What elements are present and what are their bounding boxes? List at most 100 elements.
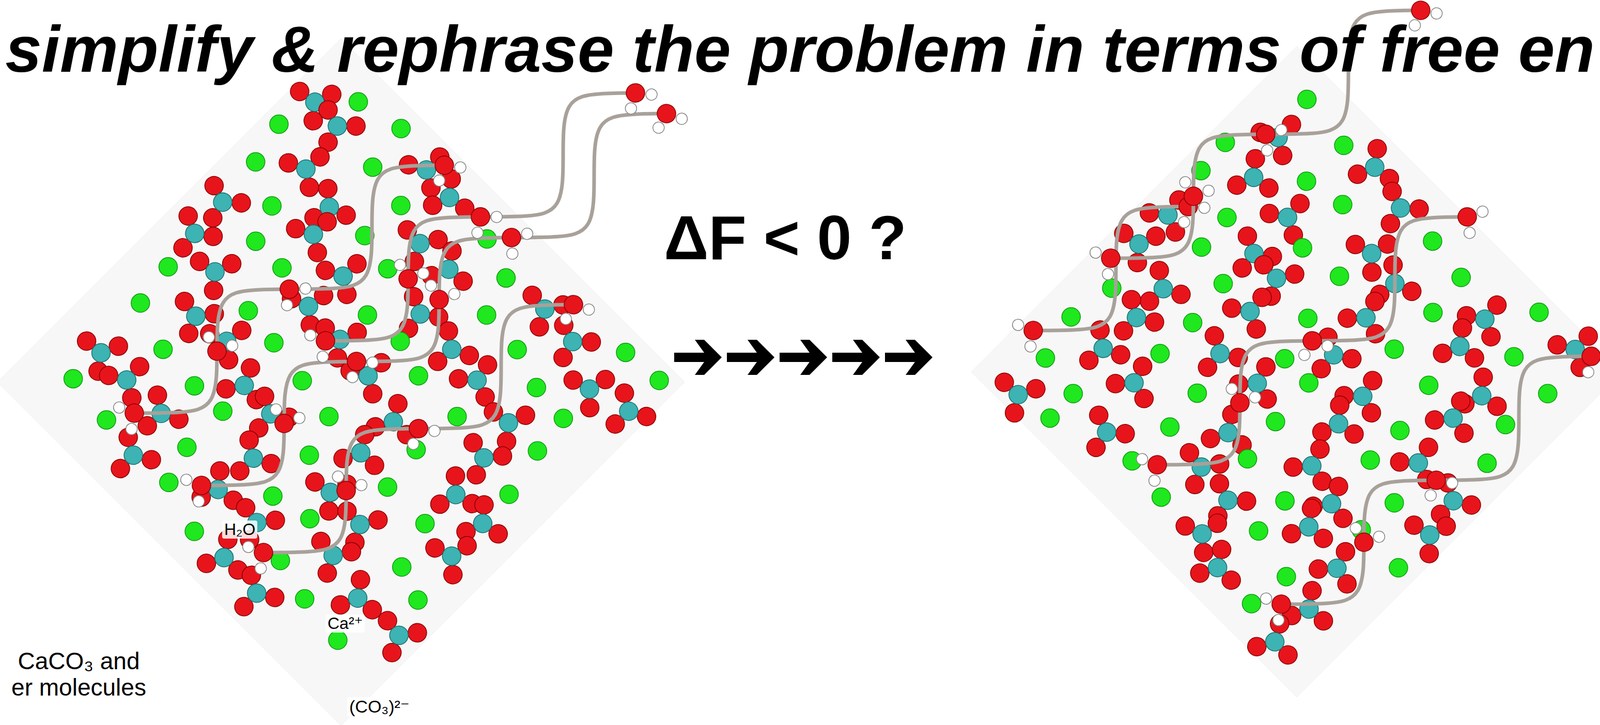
- calcium-ion: [292, 371, 312, 391]
- calcium-ion: [1423, 303, 1443, 322]
- water-molecule: [1416, 463, 1460, 504]
- carbonate-ion: [422, 167, 478, 219]
- carbonate-ion: [1112, 288, 1170, 349]
- carbonate-ion: [219, 562, 288, 632]
- molecular-box: [971, 0, 1600, 698]
- calcium-ion: [1036, 348, 1055, 368]
- carbonate-ion: [361, 598, 431, 666]
- water-chain: [1162, 216, 1473, 465]
- carbonate-ion: [1072, 396, 1138, 460]
- calcium-ion: [447, 407, 467, 427]
- calcium-ion: [1423, 231, 1442, 251]
- carbonate-ion: [1365, 171, 1432, 237]
- calcium-ion: [477, 305, 496, 325]
- calcium-ion: [269, 115, 289, 134]
- calcium-ion: [1102, 278, 1122, 298]
- calcium-ion: [1330, 267, 1349, 286]
- calcium-ion: [391, 119, 411, 138]
- calcium-ion: [213, 401, 232, 421]
- calcium-ion: [358, 305, 377, 325]
- water-molecule: [240, 532, 281, 577]
- calcium-ion: [184, 376, 204, 396]
- water-molecule: [325, 469, 369, 506]
- calcium-ion: [1160, 417, 1179, 437]
- calcium-ion: [391, 196, 411, 215]
- water-molecule: [302, 320, 343, 365]
- calcium-ion: [328, 631, 348, 650]
- calcium-ion: [1385, 493, 1404, 513]
- carbonate-ion: [1312, 394, 1366, 445]
- water-molecule: [1247, 114, 1289, 159]
- calcium-ion: [1299, 374, 1318, 393]
- carbonate-ion: [1273, 496, 1336, 562]
- carbonate-ion: [275, 131, 344, 201]
- calcium-ion: [1389, 558, 1408, 578]
- calcium-ion: [1529, 303, 1549, 322]
- carbonate-ion: [1256, 179, 1326, 249]
- calcium-ion: [1275, 491, 1295, 511]
- calcium-ion: [1238, 449, 1257, 469]
- calcium-ion: [264, 333, 284, 353]
- water-molecule: [1258, 584, 1299, 629]
- calcium-ion: [496, 268, 516, 288]
- calcium-ion: [1538, 384, 1558, 403]
- calcium-ion: [1451, 268, 1471, 287]
- carbonate-ion: [1392, 499, 1459, 567]
- arrow-symbol: [674, 339, 722, 376]
- calcium-ion: [378, 259, 398, 278]
- legend-note: CaCO₃ and er molecules: [3, 648, 155, 701]
- calcium-ion: [1277, 567, 1296, 587]
- calcium-ion: [415, 514, 435, 534]
- carbonate-ion: [109, 426, 167, 487]
- calcium-ion: [1217, 208, 1237, 227]
- calcium-ion: [97, 410, 116, 430]
- calcium-ion: [1297, 89, 1317, 109]
- carbonate-ion: [553, 316, 602, 368]
- carbonate-ion: [603, 381, 663, 444]
- carbonate-ion: [1188, 535, 1249, 592]
- calcium-ion: [1333, 195, 1353, 214]
- water-chain: [1038, 206, 1194, 331]
- calcium-ion: [1249, 521, 1268, 541]
- water-chain: [268, 304, 579, 553]
- carbonate-ion: [187, 165, 254, 231]
- calcium-ion: [507, 340, 527, 360]
- carbonate-ion: [1346, 136, 1404, 190]
- calcium-ion: [1152, 488, 1171, 507]
- water-chain: [1286, 356, 1597, 605]
- water-molecule: [111, 393, 152, 438]
- carbonate-ion: [1422, 391, 1474, 447]
- calcium-ion: [159, 473, 179, 492]
- calcium-ion: [1040, 409, 1060, 428]
- calcium-ion: [526, 378, 546, 397]
- water-molecule: [1173, 175, 1217, 212]
- calcium-ion: [131, 293, 150, 313]
- calcium-ion: [319, 407, 339, 427]
- calcium-ion: [408, 591, 428, 610]
- free-energy-question: ΔF < 0 ?: [663, 203, 907, 272]
- molecular-box: [0, 38, 690, 725]
- carbonate-ion: [415, 521, 480, 588]
- carbonate-ion: [563, 370, 616, 418]
- carbonate-ion: [987, 371, 1047, 428]
- calcium-ion: [239, 301, 258, 321]
- carbonate-ion: [1278, 578, 1347, 647]
- calcium-ion: [378, 477, 397, 497]
- calcium-ion: [553, 409, 573, 428]
- calcium-ion: [649, 371, 669, 391]
- calcium-ion: [1297, 172, 1316, 191]
- water-molecule: [387, 257, 431, 294]
- arrow-symbol: [726, 339, 775, 376]
- water-molecule: [336, 343, 381, 386]
- carbonate-ion: [480, 401, 536, 454]
- calcium-ion: [1298, 309, 1317, 329]
- arrows: [674, 339, 933, 376]
- water-molecule: [553, 289, 597, 327]
- arrow-symbol: [832, 339, 880, 376]
- calcium-ion: [159, 257, 178, 277]
- carbonate-ion: [445, 343, 515, 411]
- carbonate-ion: [222, 425, 283, 483]
- calcium-ion: [1504, 347, 1524, 367]
- water-molecule: [1571, 337, 1600, 381]
